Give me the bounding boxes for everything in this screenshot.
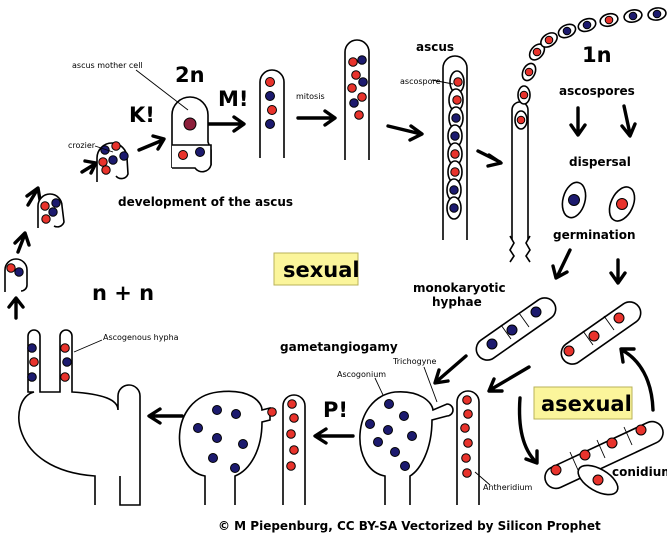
monokaryotic-hypha-blue: [472, 294, 560, 365]
label-plasmogamy: P!: [323, 398, 348, 422]
label-monokaryotic: monokaryotic: [413, 281, 506, 295]
label-conidium: conidium: [612, 465, 667, 479]
mature-ascus: [443, 56, 467, 240]
dikaryotic-stage: [19, 330, 140, 505]
label-development: development of the ascus: [118, 195, 293, 209]
label-germination: germination: [553, 228, 636, 242]
label-2n: 2n: [175, 63, 205, 87]
label-ascus: ascus: [416, 40, 454, 54]
label-ascogonium: Ascogonium: [337, 370, 386, 379]
arrow-crozier: [82, 161, 96, 173]
arrow-germ-1: [553, 250, 570, 278]
label-karyogamy: K!: [129, 103, 155, 127]
gametangia: [360, 391, 479, 505]
arrow-to-gamete-1: [435, 356, 466, 383]
crozier-stage-1: [5, 259, 27, 292]
label-asexual: asexual: [541, 392, 632, 416]
arrow-to-nn: [149, 409, 182, 423]
label-mitosis: mitosis: [296, 92, 325, 101]
arrow-open-ascus: [478, 151, 501, 166]
arrow-p: [315, 429, 353, 443]
crozier-stage-2: [38, 194, 64, 228]
arrow-mitosis: [298, 111, 335, 125]
plasmogamy-stage: [179, 391, 305, 505]
label-ascospore: ascospore: [400, 77, 441, 86]
ascogonium-pointer: [375, 378, 383, 395]
label-ascogenous-hypha: Ascogenous hypha: [103, 333, 179, 342]
arrow-germ-2: [611, 260, 625, 283]
conidium-chain: [541, 418, 666, 501]
label-hyphae: hyphae: [432, 295, 482, 309]
label-crozier: crozier: [68, 141, 96, 150]
label-trichogyne: Trichogyne: [392, 357, 436, 366]
ascus-mother-cell: [172, 97, 211, 172]
label-antheridium: Antheridium: [483, 483, 533, 492]
label-sexual: sexual: [283, 258, 360, 282]
arrow-to-gamete-2: [489, 367, 529, 391]
mitosis-ascus: [345, 40, 369, 160]
label-meiosis: M!: [218, 87, 248, 111]
label-credit: © M Piepenburg, CC BY-SA Vectorized by S…: [218, 519, 601, 533]
label-ascospores: ascospores: [559, 84, 635, 98]
arrow-dispersal-2: [622, 106, 635, 136]
label-ascus-mother-cell: ascus mother cell: [72, 61, 143, 70]
arrow-dispersal-1: [571, 108, 585, 135]
arrow-k: [139, 136, 164, 150]
label-gametangiogamy: gametangiogamy: [280, 340, 398, 354]
label-n-plus-n: n + n: [92, 281, 154, 305]
arrow-up-1: [9, 298, 23, 318]
dispersed-spores: [559, 180, 640, 225]
label-dispersal: dispersal: [569, 155, 631, 169]
ascogenous-pointer: [74, 340, 102, 352]
meiosis-ascus: [260, 70, 284, 158]
label-1n: 1n: [582, 43, 612, 67]
arrow-up-2: [15, 233, 29, 252]
arrow-m: [205, 117, 244, 131]
arrow-ascus: [388, 126, 422, 140]
